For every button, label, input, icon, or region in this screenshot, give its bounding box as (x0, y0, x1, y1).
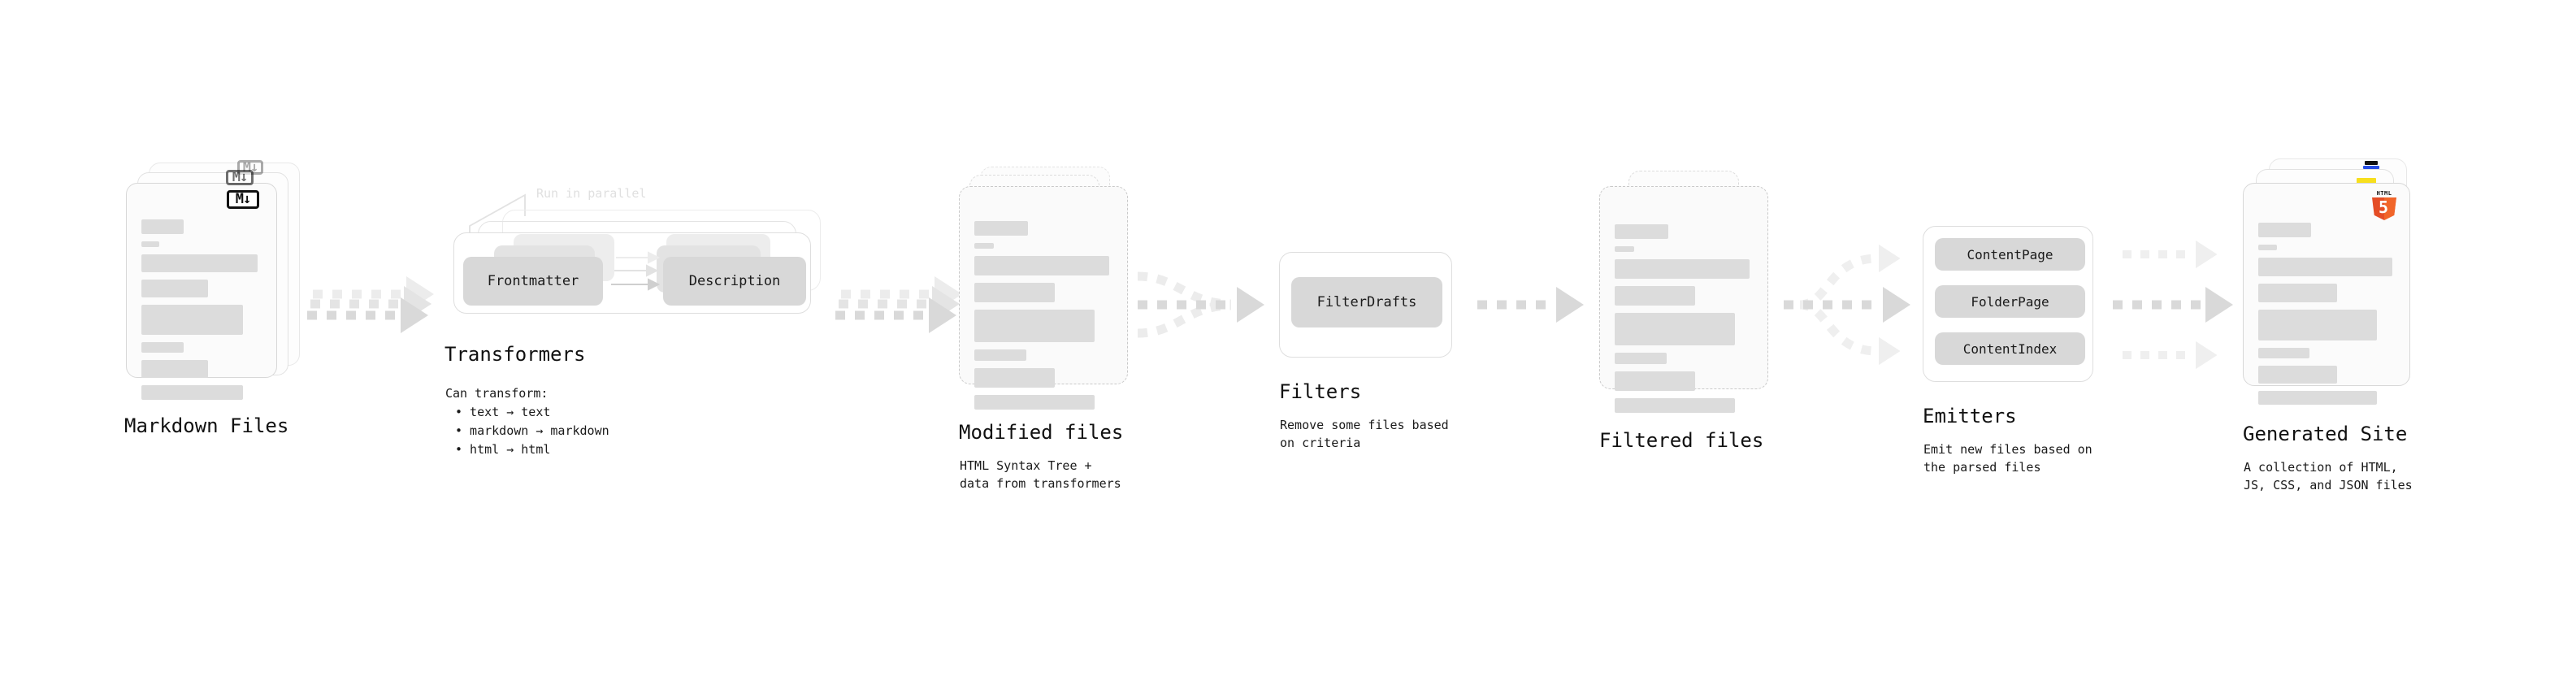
stage-description: Emit new files based on the parsed files (1923, 442, 2092, 475)
skeleton-bar (1615, 371, 1695, 391)
skeleton-bar (141, 360, 208, 378)
plugin-chip-contentpage[interactable]: ContentPage (1935, 238, 2085, 271)
skeleton-bar (1615, 313, 1735, 345)
skeleton-bar (141, 305, 243, 335)
document-skeleton (1600, 187, 1767, 413)
skeleton-bar (141, 241, 159, 247)
skeleton-bar (2258, 258, 2392, 276)
skeleton-bar (141, 385, 243, 400)
stage-markdown-files: M↓ M↓ M↓ Markdown Files (124, 160, 301, 437)
connector-markdown-to-transformers (307, 276, 434, 333)
stage-title: Filters (1279, 380, 1362, 403)
emitters-group-box: ContentPage FolderPage ContentIndex (1923, 226, 2093, 382)
html5-icon-number: 5 (2378, 197, 2389, 217)
parallel-annotation: Run in parallel (536, 186, 647, 201)
stage-title: Generated Site (2243, 423, 2408, 445)
skeleton-bar (2258, 223, 2311, 237)
stage-generated-site: HTML 5 Generated Site A collection of HT… (2243, 158, 2430, 492)
stage-modified-files: Modified files HTML Syntax Tree + data f… (959, 167, 1134, 491)
skeleton-bar (1615, 286, 1695, 306)
transform-bullet-0: • text → text (455, 405, 551, 419)
css-label-icon (2365, 161, 2378, 165)
skeleton-bar (974, 368, 1055, 388)
connector-filtered-to-emitters (1784, 244, 1910, 366)
skeleton-bar (2258, 391, 2377, 405)
plugin-chip-frontmatter[interactable]: Frontmatter (463, 257, 603, 306)
skeleton-bar (141, 342, 184, 353)
markdown-icon: M↓ (227, 190, 259, 209)
skeleton-bar (1615, 259, 1750, 279)
generated-card-stack: HTML 5 (2243, 158, 2430, 405)
filtered-card-stack (1599, 171, 1774, 413)
connector-transformers-to-modified (835, 276, 962, 333)
modified-card-stack (959, 167, 1134, 410)
stage-filtered-files: Filtered files (1599, 171, 1774, 452)
document-skeleton (2244, 184, 2409, 405)
transform-bullet-1: • markdown → markdown (455, 423, 609, 438)
html5-icon-label: HTML (2376, 190, 2392, 197)
transform-bullet-2: • html → html (455, 442, 551, 457)
plugin-chip-contentindex[interactable]: ContentIndex (1935, 332, 2085, 365)
skeleton-bar (2258, 366, 2337, 384)
stage-title: Markdown Files (124, 414, 289, 437)
plugin-chip-description[interactable]: Description (663, 257, 806, 306)
document-card-front (126, 183, 277, 400)
skeleton-bar (141, 254, 258, 272)
skeleton-bar (974, 310, 1095, 342)
stage-title: Emitters (1923, 405, 2017, 427)
filters-group-box: FilterDrafts (1279, 252, 1452, 358)
markdown-icon: M↓ (226, 170, 254, 185)
skeleton-bar (974, 221, 1028, 236)
stage-description: A collection of HTML, JS, CSS, and JSON … (2244, 460, 2413, 492)
stage-title: Transformers (445, 343, 586, 366)
stage-description: HTML Syntax Tree + data from transformer… (960, 458, 1121, 491)
document-skeleton (960, 187, 1127, 410)
stage-emitters: ContentPage FolderPage ContentIndex Emit… (1923, 226, 2093, 475)
skeleton-bar (1615, 353, 1667, 364)
skeleton-bar (2258, 284, 2337, 302)
stage-title: Filtered files (1599, 429, 1764, 452)
document-card-front (1599, 186, 1768, 413)
skeleton-bar (2258, 310, 2377, 340)
connector-modified-to-filters (1137, 271, 1264, 338)
skeleton-bar (974, 395, 1095, 410)
skeleton-bar (974, 283, 1055, 302)
html5-icon: HTML 5 (2371, 190, 2397, 220)
plugin-chip-folderpage[interactable]: FolderPage (1935, 285, 2085, 318)
connector-filters-to-filtered (1477, 287, 1584, 323)
markdown-card-stack: M↓ M↓ M↓ (126, 160, 301, 400)
stage-transformers: Run in parallel (445, 186, 835, 457)
transform-head: Can transform: (445, 386, 549, 401)
skeleton-bar (2258, 245, 2277, 250)
document-skeleton (127, 184, 276, 400)
skeleton-bar (974, 243, 994, 249)
skeleton-bar (2258, 348, 2309, 358)
skeleton-bar (1615, 246, 1634, 252)
skeleton-bar (1615, 224, 1668, 239)
transformer-box-stack: Frontmatter Description (445, 187, 835, 325)
skeleton-bar (141, 219, 184, 234)
skeleton-bar (974, 256, 1109, 275)
stage-title: Modified files (959, 421, 1124, 444)
css-icon (2363, 166, 2379, 169)
plugin-chip-filterdrafts[interactable]: FilterDrafts (1291, 277, 1442, 327)
transformer-inner-arrows (611, 251, 661, 291)
connector-emitters-to-site (2113, 240, 2233, 370)
skeleton-bar (974, 349, 1026, 361)
skeleton-bar (141, 280, 208, 297)
stage-filters: FilterDrafts Filters Remove some files b… (1279, 252, 1452, 450)
skeleton-bar (1615, 398, 1735, 413)
document-card-front (959, 186, 1128, 410)
stage-description: Remove some files based on criteria (1280, 418, 1449, 450)
